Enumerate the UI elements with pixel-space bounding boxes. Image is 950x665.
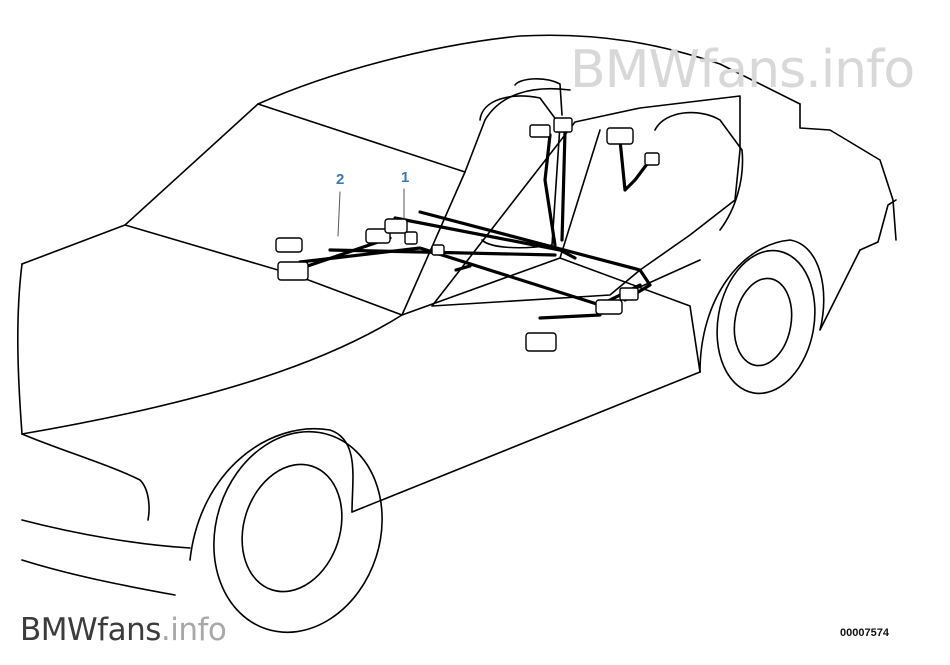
callout-label-2: 2: [336, 171, 345, 188]
watermark-brand: BMWfans: [20, 612, 161, 648]
connector-box: [275, 237, 303, 253]
connector-box: [431, 244, 445, 256]
connector-box: [365, 228, 391, 244]
connector-box: [619, 287, 639, 301]
watermark-domain: .info: [160, 612, 227, 648]
watermark-brand: BMWfans: [570, 40, 806, 100]
connector-box: [553, 117, 573, 133]
connector-box: [529, 124, 551, 138]
drawing-number: 00007574: [840, 627, 889, 639]
connector-box: [277, 261, 309, 281]
connector-box: [525, 332, 557, 352]
leader-lines: [337, 188, 405, 237]
watermark-top: BMWfans.info: [570, 40, 915, 100]
connectors: [275, 117, 660, 352]
watermark-bottom: BMWfans.info: [20, 612, 227, 648]
callout-label-1: 1: [401, 169, 410, 186]
connector-box: [644, 152, 660, 166]
connector-box: [606, 127, 634, 145]
connector-box: [595, 299, 623, 315]
car-body: [17, 34, 897, 634]
connector-box: [404, 231, 418, 245]
connector-box: [384, 218, 408, 234]
watermark-domain: .info: [805, 40, 915, 100]
